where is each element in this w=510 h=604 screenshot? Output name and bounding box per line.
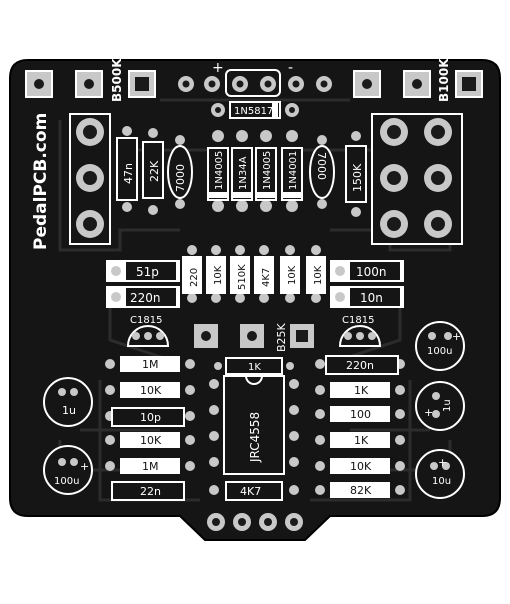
ecap-1u-right-plus: + [424, 406, 433, 419]
film-cap-7000-right-label: 7000 [315, 152, 328, 180]
cap-47n-label: 47n [122, 163, 135, 184]
res-22k-left-label: 22K [148, 160, 161, 182]
cap-100n [330, 260, 404, 282]
res-10k-v1-label: 10K [213, 265, 224, 285]
ecap-10u [415, 449, 465, 499]
res-1k-top-label: 1K [248, 362, 261, 373]
pot-right-pads [353, 70, 483, 98]
right-res-column [315, 355, 405, 498]
ic-label: JRC4558 [248, 412, 262, 463]
cap-51p [106, 260, 180, 282]
pot-left-pads [25, 70, 156, 98]
vertical-res-row [182, 245, 326, 303]
res-150k [345, 131, 367, 217]
brand-label: PedalPCB.com [31, 113, 51, 250]
power-plus-label: + [212, 60, 224, 76]
transistor-left-label: C1815 [130, 315, 162, 326]
ecap-10u-plus: + [438, 456, 447, 469]
cap-10p-label: 10p [140, 411, 161, 424]
ecap-1u-right-label: 1u [442, 399, 453, 412]
cap-10n-label: 10n [360, 291, 383, 305]
jack-right-pads [371, 113, 463, 245]
diode-1n5817 [211, 101, 299, 119]
jack-left-pads [69, 113, 111, 245]
diode-1n5817-label: 1N5817 [234, 106, 273, 117]
res-1k-top [214, 357, 294, 375]
res-4k7-bottom-label: 4K7 [240, 485, 261, 498]
diode-1n4005-a-label: 1N4005 [214, 151, 225, 190]
power-pads [178, 69, 332, 97]
trim-pot-b25k [194, 324, 314, 348]
diode-1n34a [231, 130, 253, 212]
res-4k7-v-label: 4K7 [261, 268, 272, 287]
cap-47n [116, 126, 138, 212]
res-10k-v3-label: 10K [313, 265, 324, 285]
res-510k-label: 510K [237, 264, 248, 290]
pot-left-label: B500K [110, 58, 124, 102]
res-1m-b-label: 1M [142, 460, 159, 473]
left-res-column [105, 356, 195, 501]
diode-1n4001-label: 1N4001 [288, 151, 299, 190]
ic-socket [209, 375, 299, 475]
cap-100n-label: 100n [356, 265, 387, 279]
diode-1n34a-label: 1N34A [238, 156, 249, 190]
ecap-100u-left-label: 100u [54, 476, 79, 487]
res-10k-v2-label: 10K [287, 265, 298, 285]
res-1m-a-label: 1M [142, 358, 159, 371]
cap-220n-right-label: 220n [346, 359, 374, 372]
diode-1n4001 [281, 130, 303, 212]
power-minus-label: - [288, 60, 293, 76]
ecap-100u-left [43, 445, 93, 495]
transistor-left [126, 325, 170, 347]
res-150k-label: 150K [351, 163, 364, 192]
ecap-100u-left-plus: + [80, 460, 89, 473]
cap-220n-left [106, 286, 180, 308]
ecap-1u-right [415, 381, 465, 431]
res-1k-r2-label: 1K [354, 434, 369, 447]
res-4k7-bottom [209, 481, 299, 501]
res-22k-left [142, 128, 164, 215]
diode-1n4005-b [255, 130, 277, 212]
res-100-label: 100 [350, 408, 371, 421]
res-10k-l1-label: 10K [140, 384, 162, 397]
ecap-1u-left-label: 1u [62, 404, 76, 417]
film-cap-7000-left-label: 7000 [174, 164, 187, 192]
ecap-100u-right-label: 100u [427, 346, 452, 357]
bottom-io-pads [207, 513, 303, 531]
diode-1n4005-a [207, 130, 229, 212]
pot-right-label: B100K [437, 58, 451, 102]
res-1k-r1-label: 1K [354, 384, 369, 397]
res-10k-l2-label: 10K [140, 434, 162, 447]
ecap-10u-label: 10u [432, 476, 451, 487]
ecap-100u-right [415, 321, 465, 371]
res-82k-label: 82K [350, 484, 372, 497]
film-cap-7000-right [309, 135, 335, 209]
cap-51p-label: 51p [136, 265, 159, 279]
ecap-100u-right-plus: + [452, 330, 461, 343]
ecap-1u-left [43, 377, 93, 427]
transistor-right [338, 325, 382, 347]
cap-10n [330, 286, 404, 308]
transistor-right-label: C1815 [342, 315, 374, 326]
film-cap-7000-left [167, 135, 193, 209]
trim-pot-b25k-label: B25K [275, 322, 288, 352]
res-10k-r3-label: 10K [350, 460, 372, 473]
cap-22n-label: 22n [140, 485, 161, 498]
cap-220n-left-label: 220n [130, 291, 161, 305]
res-220-label: 220 [189, 268, 200, 287]
diode-1n4005-b-label: 1N4005 [262, 151, 273, 190]
